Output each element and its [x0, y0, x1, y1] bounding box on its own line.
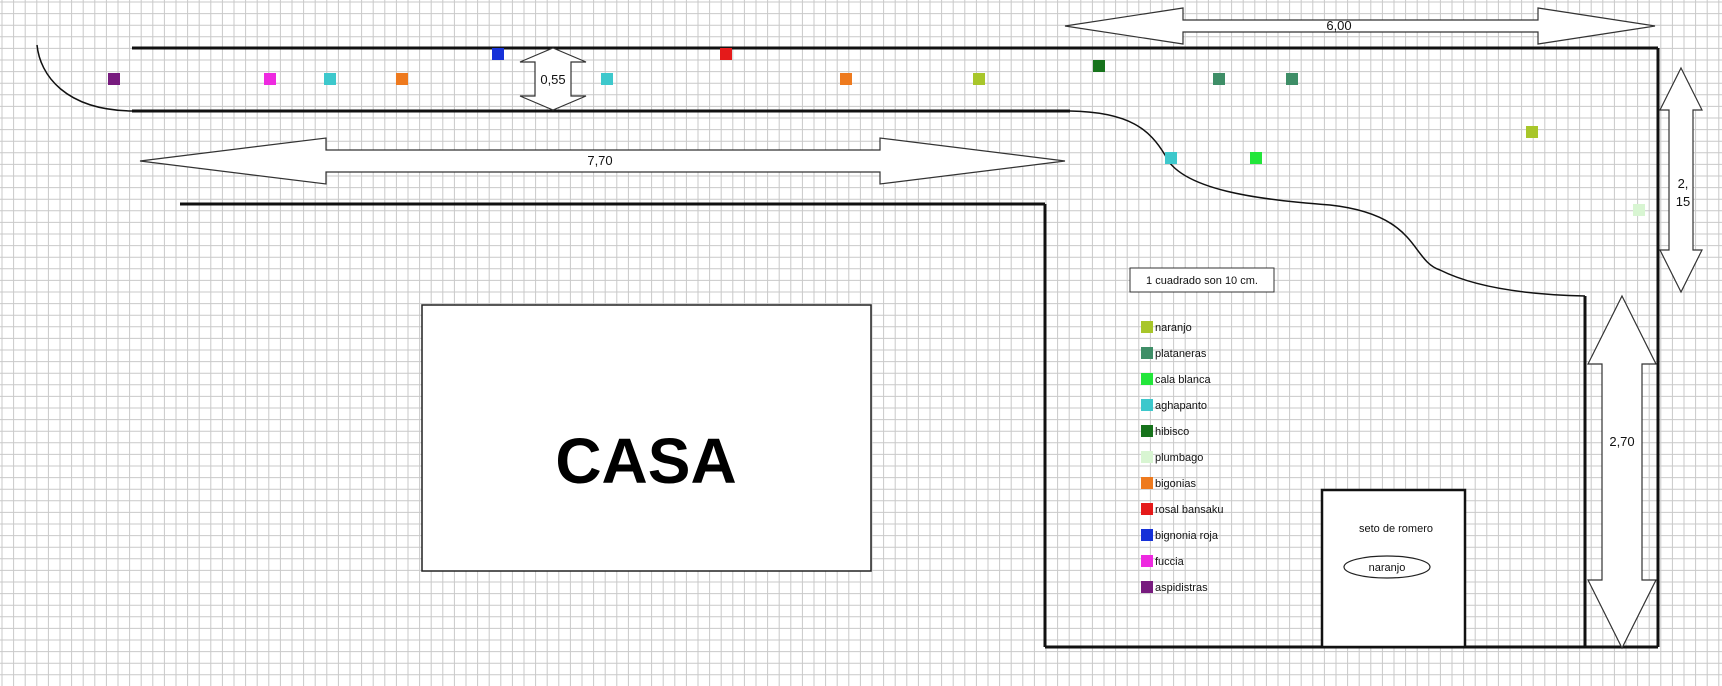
plant-marker-naranjo	[1526, 126, 1538, 138]
legend-swatch	[1141, 503, 1153, 515]
plant-marker-cala-blanca	[1250, 152, 1262, 164]
legend-label: hibisco	[1155, 426, 1189, 438]
dim-right-upper-line1: 2,	[1678, 176, 1689, 191]
garden-border-curve	[1069, 110, 1586, 297]
dim-right-lower: 2,70	[1609, 434, 1634, 449]
legend-label: fuccia	[1155, 556, 1185, 568]
legend-swatch	[1141, 555, 1153, 567]
dimension-arrows: 6,00 0,55 7,70 2, 15 2,70	[139, 7, 1703, 650]
plant-marker-plataneras	[1286, 73, 1298, 85]
plant-marker-bigonias	[396, 73, 408, 85]
legend-swatch	[1141, 451, 1153, 463]
legend-label: plataneras	[1155, 348, 1207, 360]
plant-marker-hibisco	[1093, 60, 1105, 72]
plant-marker-fuccia	[264, 73, 276, 85]
scale-note-box	[1129, 267, 1275, 293]
hedge-label: seto de romero	[1359, 523, 1433, 535]
plants	[108, 48, 1645, 216]
dim-path-width: 0,55	[540, 72, 565, 87]
scale-note: 1 cuadrado son 10 cm.	[1146, 275, 1258, 287]
plant-marker-plataneras	[1213, 73, 1225, 85]
legend-swatch	[1141, 373, 1153, 385]
plant-marker-naranjo	[973, 73, 985, 85]
walls	[36, 44, 1660, 649]
legend-label: rosal bansaku	[1155, 504, 1224, 516]
arrow-right-lower	[1587, 294, 1657, 650]
plant-marker-aghapanto	[324, 73, 336, 85]
legend: naranjo plataneras cala blanca aghapanto hib…	[1141, 321, 1224, 594]
plant-marker-aghapanto	[601, 73, 613, 85]
legend-label: bignonia roja	[1155, 530, 1219, 542]
arrow-path-length	[139, 137, 1066, 185]
plant-marker-rosal-bansaku	[720, 48, 732, 60]
dim-right-upper-line2: 15	[1676, 194, 1690, 209]
path-left-curve	[36, 44, 133, 112]
legend-swatch	[1141, 321, 1153, 333]
hedge-tree-label: naranjo	[1369, 562, 1406, 574]
house-rectangle	[421, 304, 872, 572]
legend-label: plumbago	[1155, 452, 1203, 464]
dim-top-width: 6,00	[1326, 18, 1351, 33]
arrow-right-upper	[1659, 66, 1703, 294]
legend-label: naranjo	[1155, 322, 1192, 334]
dim-path-length: 7,70	[587, 153, 612, 168]
house-label: CASA	[555, 425, 736, 497]
legend-label: aghapanto	[1155, 400, 1207, 412]
plant-marker-bigonias	[840, 73, 852, 85]
hedge-tree-ellipse	[1343, 555, 1431, 579]
legend-label: bigonias	[1155, 478, 1196, 490]
arrow-path-width	[519, 47, 587, 111]
plant-marker-bignonia-roja	[492, 48, 504, 60]
arrow-top-width	[1064, 7, 1656, 45]
legend-swatch	[1141, 399, 1153, 411]
legend-label: cala blanca	[1155, 374, 1212, 386]
legend-label: aspidistras	[1155, 582, 1208, 594]
legend-swatch	[1141, 347, 1153, 359]
plant-marker-aspidistras	[108, 73, 120, 85]
plant-marker-aghapanto	[1165, 152, 1177, 164]
legend-swatch	[1141, 581, 1153, 593]
legend-swatch	[1141, 529, 1153, 541]
legend-swatch	[1141, 425, 1153, 437]
plant-marker-plumbago	[1633, 204, 1645, 216]
legend-swatch	[1141, 477, 1153, 489]
